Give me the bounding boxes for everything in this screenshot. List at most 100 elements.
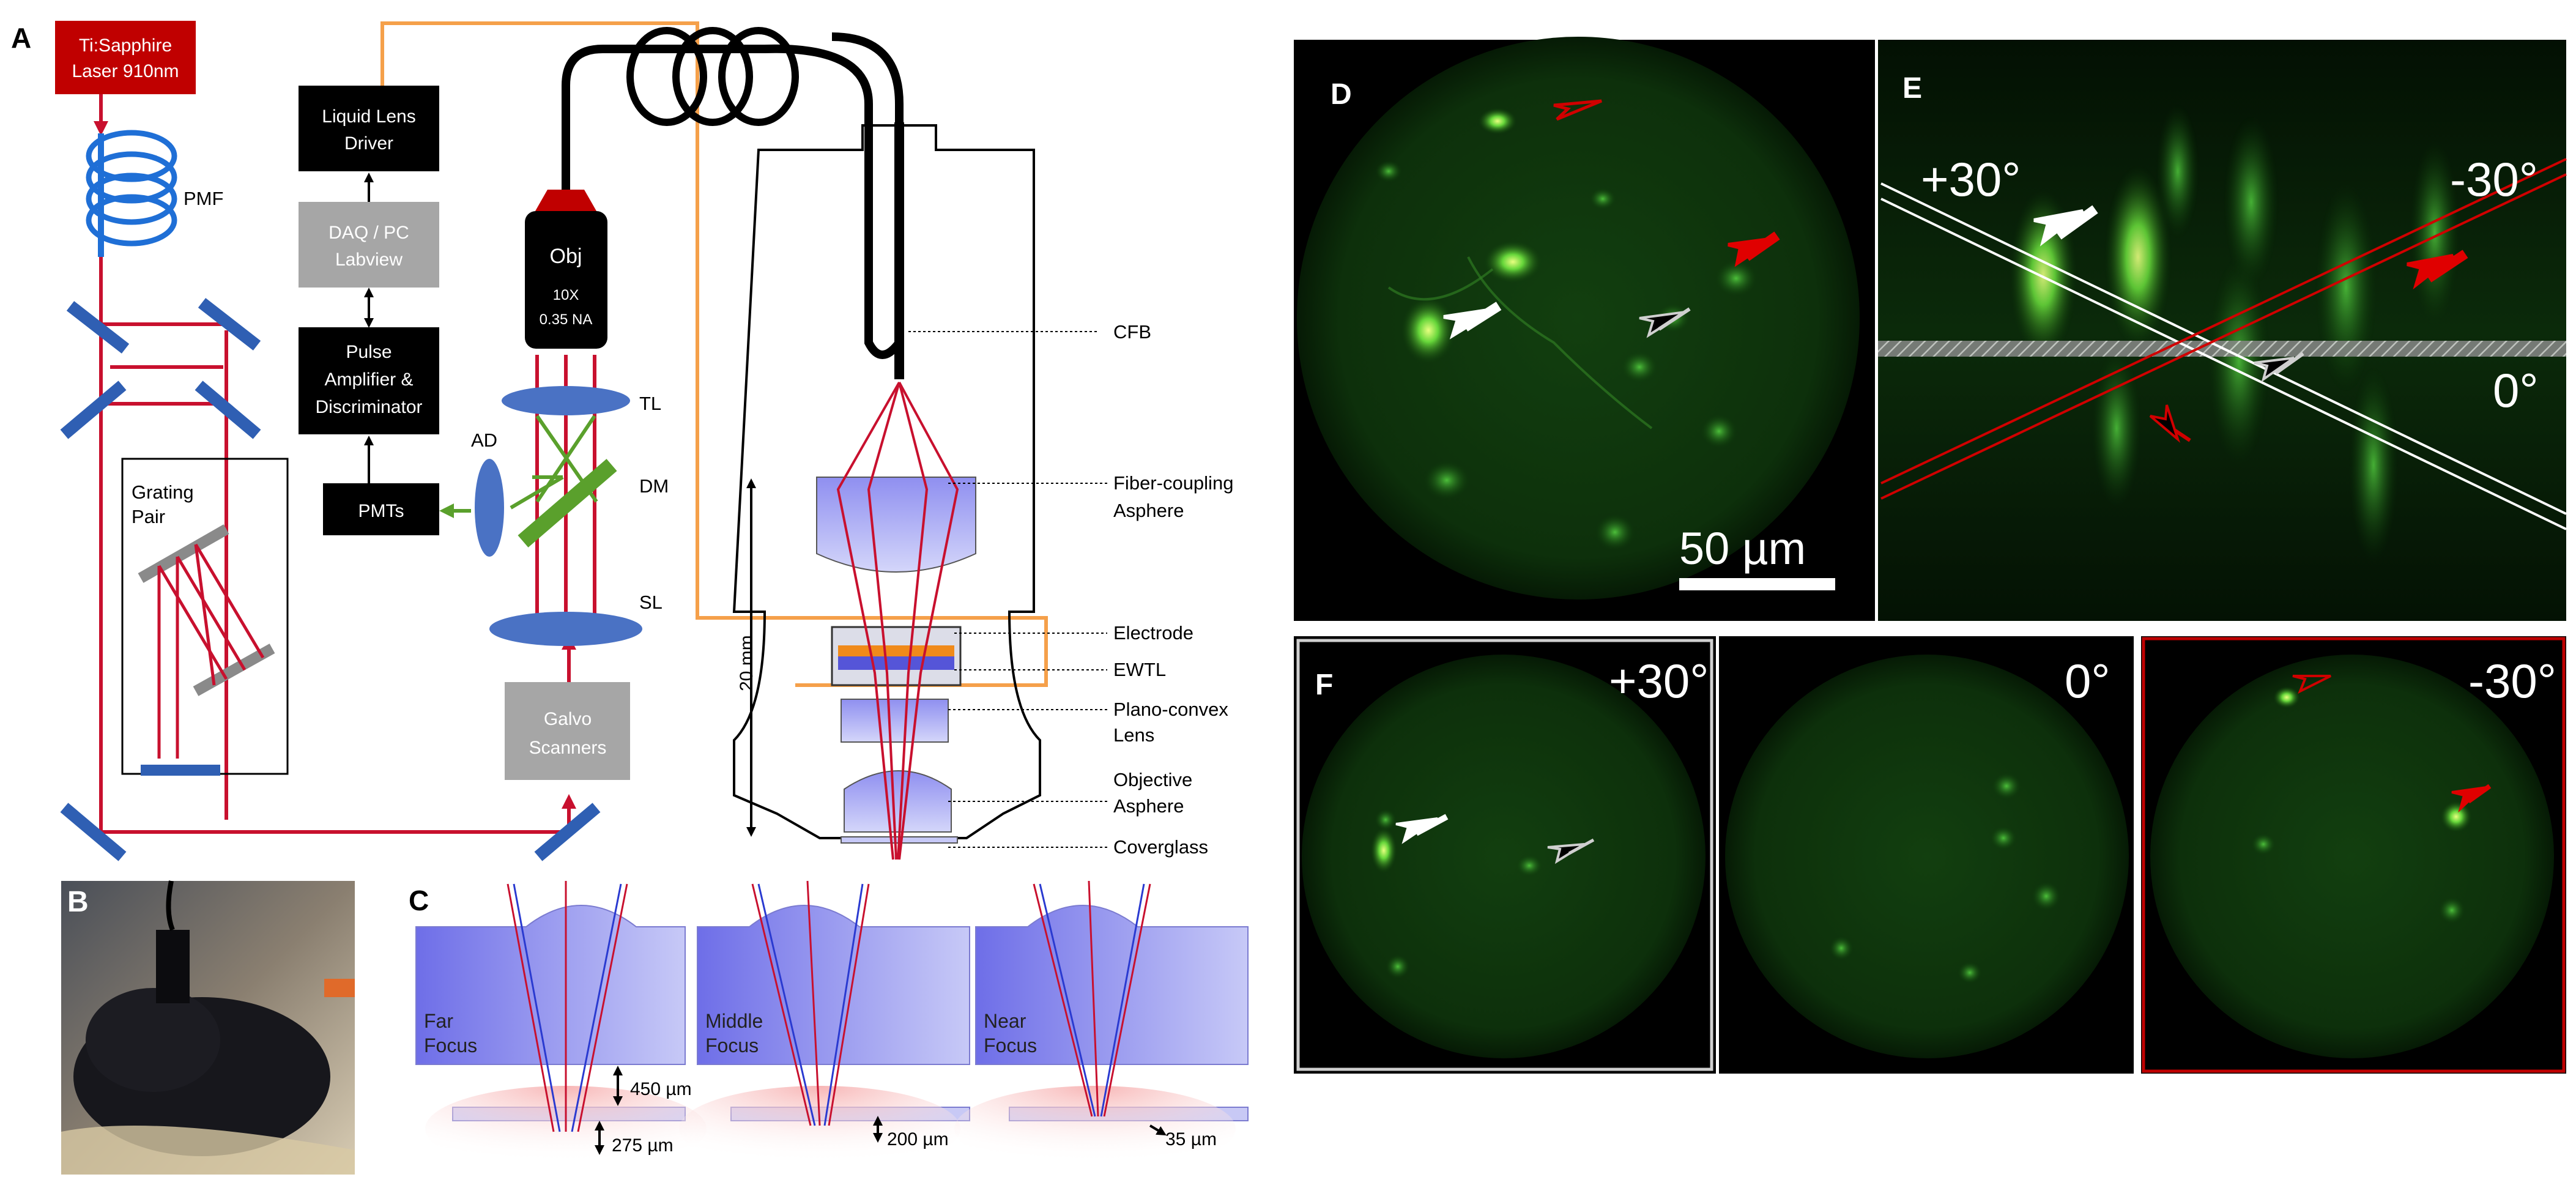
- tl-label: TL: [639, 393, 661, 414]
- liquid-lens-label-1: Liquid Lens: [322, 106, 415, 127]
- panel-a: A Ti:Sapphire Laser 910nm PMF: [11, 21, 1233, 861]
- liquid-lens-label-2: Driver: [344, 133, 393, 154]
- scale-bar: [1679, 578, 1835, 590]
- ad-lens: [475, 459, 504, 557]
- galvo-label-2: Scanners: [529, 738, 607, 758]
- pulse-label-2: Amplifier &: [324, 369, 413, 390]
- panel-letter-e: E: [1902, 72, 1922, 105]
- ewtl-label: EWTL: [1113, 659, 1166, 680]
- pulse-amplifier-box: Pulse Amplifier & Discriminator: [299, 327, 439, 434]
- fiber-asphere-label-2: Asphere: [1113, 500, 1184, 521]
- panel-d-arrows: [1443, 99, 1780, 340]
- dichroic-mirror: [518, 459, 617, 548]
- mouse-head-shape: [86, 988, 220, 1092]
- laser-box: Ti:Sapphire Laser 910nm: [55, 21, 196, 94]
- pmts-label: PMTs: [358, 501, 404, 521]
- dm-label: DM: [639, 475, 669, 497]
- fiber-bundle-cfb: [562, 32, 904, 359]
- minus30-plane: [1880, 158, 2567, 500]
- pmf-label: PMF: [184, 188, 223, 209]
- e-zero-label: 0°: [2493, 363, 2539, 417]
- obj-label-2: 10X: [553, 287, 579, 303]
- panel-letter-f: F: [1315, 669, 1333, 701]
- electrode-label: Electrode: [1113, 622, 1193, 644]
- e-minus30-label: -30°: [2450, 152, 2538, 206]
- mirrors: [60, 298, 601, 861]
- laser-label-2: Laser 910nm: [72, 61, 179, 81]
- pulse-label-3: Discriminator: [315, 397, 422, 417]
- probe-cable: [166, 880, 175, 931]
- daq-pc-box: DAQ / PC Labview: [299, 202, 439, 288]
- obj-asphere-label-2: Asphere: [1113, 795, 1184, 817]
- dim-275: 275 µm: [612, 1135, 674, 1156]
- planoconvex-label-2: Lens: [1113, 724, 1154, 746]
- grating-label-2: Pair: [132, 506, 165, 527]
- f-plus30-label: +30°: [1609, 654, 1709, 708]
- sl-label: SL: [639, 592, 663, 613]
- galvo-scanners-box: Galvo Scanners: [505, 682, 630, 780]
- panel-f: F +30° 0° -30°: [1294, 636, 2566, 1074]
- panel-letter-c: C: [409, 885, 429, 916]
- near-label-2: Focus: [984, 1034, 1037, 1056]
- middle-label-1: Middle: [705, 1010, 763, 1032]
- probe-rays: [836, 382, 959, 860]
- panel-letter-d: D: [1331, 78, 1352, 111]
- objective-box: Obj 10X 0.35 NA: [525, 190, 607, 349]
- coverglass-label: Coverglass: [1113, 836, 1208, 858]
- probe-housing: [732, 124, 1041, 839]
- objective-asphere: [844, 770, 952, 833]
- panel-f-zero: 0°: [1719, 636, 2134, 1074]
- leader-lines: [908, 331, 1107, 848]
- grating-pair-box: Grating Pair: [121, 458, 289, 776]
- pmf-coil: [86, 130, 177, 257]
- obj-asphere-label-1: Objective: [1113, 769, 1192, 790]
- fiber-coupling-asphere: [816, 477, 976, 573]
- laser-label-1: Ti:Sapphire: [79, 35, 172, 56]
- panel-f-plus30: F +30°: [1294, 636, 1716, 1074]
- far-label-2: Focus: [424, 1034, 477, 1056]
- tube-lens: [502, 386, 630, 415]
- dim-20mm-label: 20 mm: [737, 635, 757, 691]
- panel-f-minus30: -30°: [2141, 636, 2566, 1074]
- panel-e: E +30° -30° 0°: [1878, 40, 2567, 621]
- scan-lens: [489, 612, 642, 646]
- daq-label-1: DAQ / PC: [328, 223, 409, 243]
- ad-label: AD: [471, 429, 497, 451]
- e-plus30-label: +30°: [1921, 152, 2021, 206]
- dim-450: 450 µm: [630, 1079, 692, 1099]
- panel-e-arrows: [2033, 205, 2468, 444]
- f-minus30-label: -30°: [2468, 654, 2556, 708]
- cfb-label: CFB: [1113, 321, 1151, 343]
- focus-lens-near: Near Focus 35 µm: [954, 880, 1249, 1171]
- obj-label-3: 0.35 NA: [540, 311, 593, 328]
- scale-bar-label: 50 µm: [1679, 523, 1806, 574]
- panel-b: B: [61, 880, 355, 1175]
- bedding: [61, 1126, 355, 1175]
- orange-control-path: [380, 21, 1048, 687]
- near-label-1: Near: [984, 1010, 1026, 1032]
- dim-200: 200 µm: [887, 1129, 949, 1149]
- fiber-asphere-label-1: Fiber-coupling: [1113, 472, 1233, 494]
- grating-label-1: Grating: [132, 481, 194, 503]
- panel-d-cells: [1375, 108, 1758, 551]
- planoconvex-label-1: Plano-convex: [1113, 699, 1228, 720]
- obj-label-1: Obj: [550, 245, 582, 268]
- pmts-box: PMTs: [323, 483, 439, 535]
- panel-letter-b: B: [67, 886, 89, 918]
- middle-label-2: Focus: [705, 1034, 759, 1056]
- plano-convex-lens: [841, 699, 949, 743]
- ewtl-liquid: [838, 656, 954, 670]
- pulse-label-1: Pulse: [346, 342, 392, 362]
- plus30-plane: [1880, 182, 2567, 530]
- orange-object: [324, 979, 355, 997]
- daq-label-2: Labview: [335, 250, 403, 270]
- fiber-coils: [626, 27, 799, 126]
- panel-d: D 50 µm: [1294, 37, 1875, 621]
- panel-d-fov: [1297, 37, 1860, 600]
- focus-lens-far: Far Focus 450 µm 275 µm: [415, 881, 707, 1171]
- panel-letter-a: A: [11, 22, 31, 54]
- far-label-1: Far: [424, 1010, 453, 1032]
- panel-c: C Far Focus 450 µm 275 µm Mi: [409, 880, 1249, 1171]
- probe-on-mouse: [156, 930, 190, 1003]
